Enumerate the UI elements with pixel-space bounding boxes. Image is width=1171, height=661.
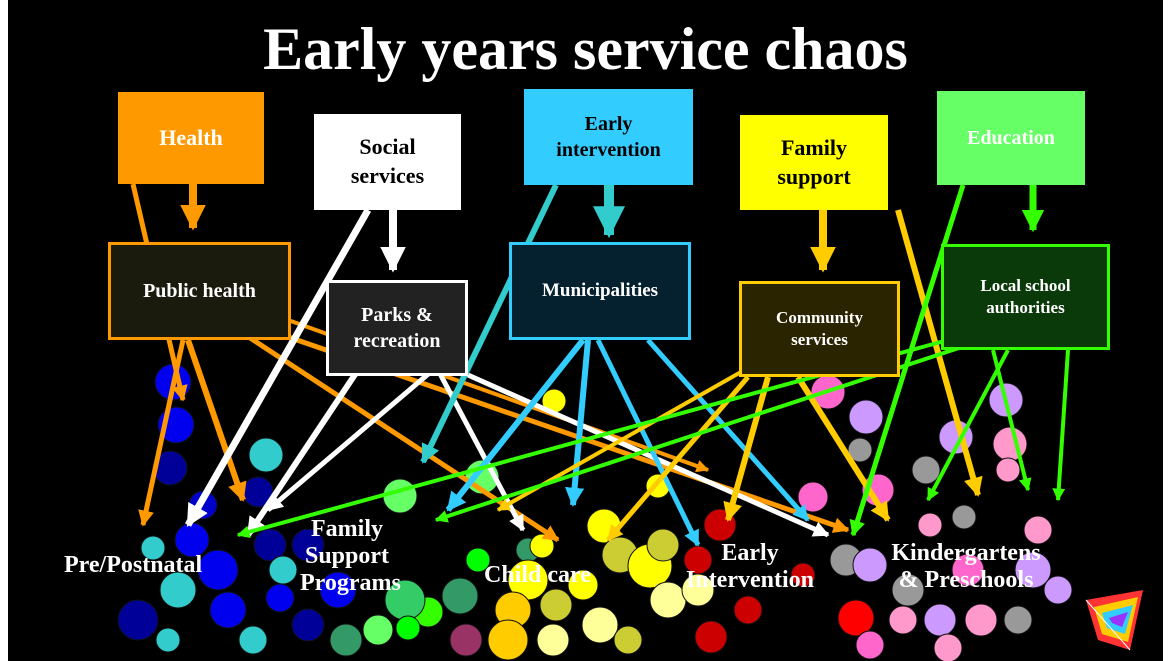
bubble <box>487 619 529 661</box>
bubble <box>140 535 166 561</box>
connector-arrow <box>646 338 810 522</box>
early-intervention-label: Early intervention <box>556 113 661 161</box>
bubble <box>1003 605 1033 635</box>
connector-arrow <box>138 339 186 527</box>
connector-arrow <box>991 349 1032 492</box>
health-label: Health <box>159 124 223 150</box>
bubble <box>951 553 985 587</box>
bubble <box>790 562 816 588</box>
bubble <box>362 614 394 646</box>
community-services-label: Community services <box>776 307 863 349</box>
bubble <box>291 608 325 642</box>
connector-arrow <box>926 349 1010 502</box>
bubble <box>209 591 247 629</box>
bubble <box>248 437 284 473</box>
connector-arrow <box>849 184 966 537</box>
education-label: Education <box>967 127 1055 149</box>
bubble <box>848 399 884 435</box>
connector-arrow <box>895 209 983 497</box>
bubble <box>197 549 239 591</box>
parks-recreation-box: Parks & recreation <box>326 280 468 376</box>
slide: Early years service chaos Health Social … <box>8 0 1163 661</box>
health-box: Health <box>118 92 264 184</box>
destination-early-intervention: Early Intervention <box>686 540 814 593</box>
connector-arrow <box>795 375 891 522</box>
bubble <box>995 457 1021 483</box>
connector-arrow <box>245 368 361 537</box>
bubble <box>1023 515 1053 545</box>
bubble <box>465 547 491 573</box>
destination-prenatal: Pre/Postnatal <box>64 552 203 578</box>
destination-child-care: Child care <box>484 562 591 588</box>
bubble <box>441 577 479 615</box>
parks-recreation-label: Parks & recreation <box>353 304 441 352</box>
connector-arrow <box>184 208 372 527</box>
bubble <box>852 547 888 583</box>
bubble <box>253 528 287 562</box>
slide-title: Early years service chaos <box>263 16 908 82</box>
bubble <box>847 437 873 463</box>
bubble <box>567 569 599 601</box>
background-bubbles <box>117 363 1073 661</box>
local-school-label: Local school authorities <box>980 275 1071 317</box>
social-services-box: Social services <box>314 114 461 210</box>
family-support-box: Family support <box>740 115 888 210</box>
bubble <box>855 630 885 660</box>
bubble <box>888 605 918 635</box>
bubble <box>613 625 643 655</box>
bubble <box>291 528 325 562</box>
bubble <box>964 603 998 637</box>
bubble <box>694 620 728 654</box>
connector-arrow <box>266 368 435 512</box>
bubble <box>117 599 159 641</box>
municipalities-box: Municipalities <box>509 242 691 340</box>
bubble <box>449 623 483 657</box>
bubble <box>238 625 268 655</box>
connector-arrow <box>185 339 247 502</box>
family-support-label: Family support <box>777 134 851 189</box>
community-services-box: Community services <box>739 281 900 377</box>
bubble <box>911 455 941 485</box>
connector-arrow <box>420 183 559 464</box>
connector-arrow <box>466 372 830 538</box>
connector-arrow <box>595 338 701 547</box>
education-box: Education <box>937 91 1085 185</box>
destination-kindergartens: Kindergartens & Preschools <box>891 540 1041 593</box>
bubble <box>891 573 925 607</box>
bubble <box>319 571 357 609</box>
early-intervention-box: Early intervention <box>524 89 693 185</box>
public-health-label: Public health <box>143 280 256 302</box>
arrow-network <box>130 183 1070 547</box>
social-services-label: Social services <box>350 134 425 188</box>
bubble <box>933 633 963 661</box>
bubble <box>646 528 680 562</box>
bubble <box>329 623 363 657</box>
bubble <box>951 504 977 530</box>
bubble <box>536 623 570 657</box>
public-health-box: Public health <box>108 242 291 340</box>
bubble <box>265 583 295 613</box>
connector-arrow <box>606 375 750 542</box>
connector-arrow <box>1052 349 1070 502</box>
bubble <box>159 571 197 609</box>
bubble <box>837 599 875 637</box>
bubble <box>1043 575 1073 605</box>
bubble <box>395 615 421 641</box>
bubble <box>733 595 763 625</box>
bubble <box>581 606 619 644</box>
connector-arrow <box>445 338 586 512</box>
municipalities-label: Municipalities <box>541 279 659 301</box>
connector-arrow <box>565 339 591 507</box>
destination-family-support-programs: Family Support Programs <box>300 516 401 596</box>
bubble <box>917 512 943 538</box>
connector-arrow <box>723 376 771 522</box>
bubble <box>155 627 181 653</box>
bubble <box>539 588 573 622</box>
bubble <box>1014 551 1052 589</box>
local-school-box: Local school authorities <box>941 244 1110 350</box>
